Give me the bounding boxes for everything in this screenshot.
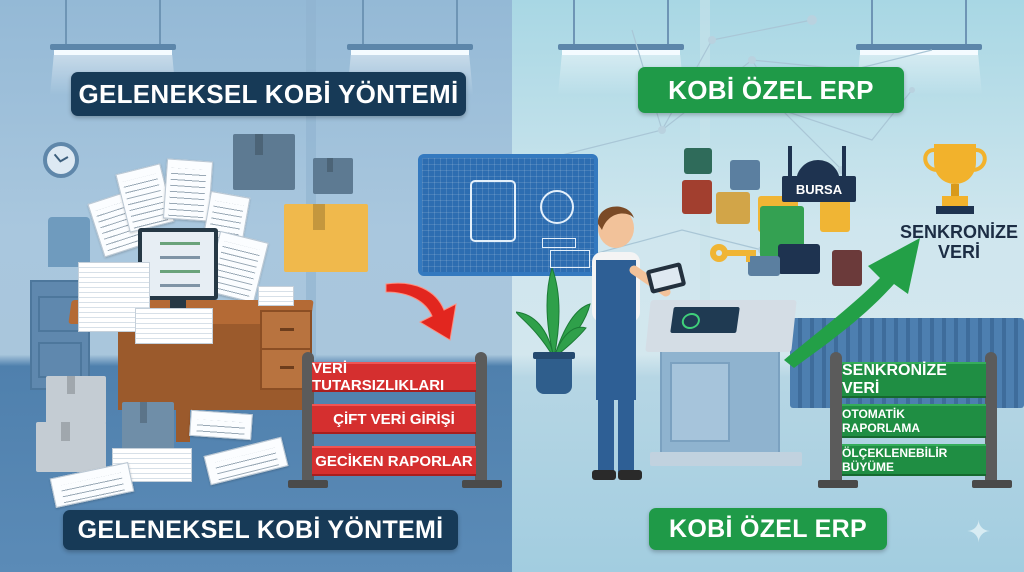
puzzle-piece bbox=[684, 148, 712, 174]
cardboard-box bbox=[313, 158, 353, 194]
sign-post bbox=[302, 352, 314, 484]
benefit-sign-scalable-growth: ÖLÇEKLENEBİLİR BÜYÜME bbox=[842, 444, 986, 476]
wall-pillar bbox=[306, 0, 316, 360]
puzzle-piece bbox=[832, 250, 862, 286]
paper-document bbox=[162, 158, 214, 222]
key-icon bbox=[710, 244, 756, 262]
trophy-icon bbox=[923, 144, 987, 214]
sign-post-base bbox=[288, 480, 328, 488]
sign-post bbox=[985, 352, 997, 484]
clock-icon bbox=[43, 142, 79, 178]
traditional-method-footer: GELENEKSEL KOBİ YÖNTEMİ bbox=[63, 510, 458, 550]
cardboard-box bbox=[233, 134, 295, 190]
benefit-sign-synced-data: SENKRONİZE VERİ bbox=[842, 362, 986, 398]
monitor-stand bbox=[170, 300, 186, 310]
cardboard-box bbox=[46, 376, 106, 424]
puzzle-piece bbox=[820, 200, 850, 232]
kiosk-door bbox=[670, 362, 730, 442]
trophy-caption: SENKRONİZE VERİ bbox=[899, 222, 1018, 262]
puzzle-piece bbox=[778, 244, 820, 274]
ceiling-lamp bbox=[50, 0, 176, 95]
sign-post bbox=[475, 352, 487, 484]
puzzle-piece bbox=[716, 192, 750, 224]
minaret bbox=[842, 146, 846, 178]
worker-with-tablet bbox=[592, 206, 686, 480]
sparkle-icon: ✦ bbox=[966, 516, 992, 549]
water-cooler bbox=[48, 217, 90, 267]
arrow-down-right-icon bbox=[385, 282, 457, 341]
puzzle-piece bbox=[682, 180, 712, 214]
blueprint-poster bbox=[418, 154, 598, 276]
benefit-sign-auto-reporting: OTOMATİK RAPORLAMA bbox=[842, 404, 986, 438]
sign-post-base bbox=[462, 480, 502, 488]
paper-stack bbox=[258, 286, 294, 306]
puzzle-piece bbox=[730, 160, 760, 190]
paper-stack bbox=[135, 308, 213, 344]
cardboard-box bbox=[284, 204, 368, 272]
potted-plant bbox=[516, 268, 591, 360]
arrow-up-right-icon bbox=[784, 238, 920, 368]
kiosk-base bbox=[650, 452, 802, 466]
cardboard-box bbox=[122, 402, 174, 456]
erp-title: KOBİ ÖZEL ERP bbox=[638, 67, 904, 113]
problem-sign-delayed-reports: GECİKEN RAPORLAR bbox=[312, 446, 476, 476]
problem-sign-data-inconsistency: VERİ TUTARSIZLIKLARI bbox=[312, 360, 476, 394]
sign-post bbox=[830, 352, 842, 484]
bursa-label: BURSA bbox=[782, 176, 856, 202]
minaret bbox=[788, 146, 792, 178]
problem-sign-double-entry: ÇİFT VERİ GİRİŞİ bbox=[312, 404, 476, 434]
computer-monitor bbox=[138, 228, 218, 300]
filing-cabinet bbox=[30, 280, 90, 390]
paper-document bbox=[189, 409, 253, 441]
traditional-method-title: GELENEKSEL KOBİ YÖNTEMİ bbox=[71, 72, 466, 116]
ceiling-lamp bbox=[347, 0, 473, 95]
kiosk-screen bbox=[670, 307, 740, 333]
sign-post-base bbox=[818, 480, 858, 488]
puzzle-piece bbox=[748, 256, 780, 276]
plant-pot bbox=[533, 352, 575, 394]
erp-footer: KOBİ ÖZEL ERP bbox=[649, 508, 887, 550]
cardboard-box bbox=[36, 422, 106, 472]
sign-post-base bbox=[972, 480, 1012, 488]
